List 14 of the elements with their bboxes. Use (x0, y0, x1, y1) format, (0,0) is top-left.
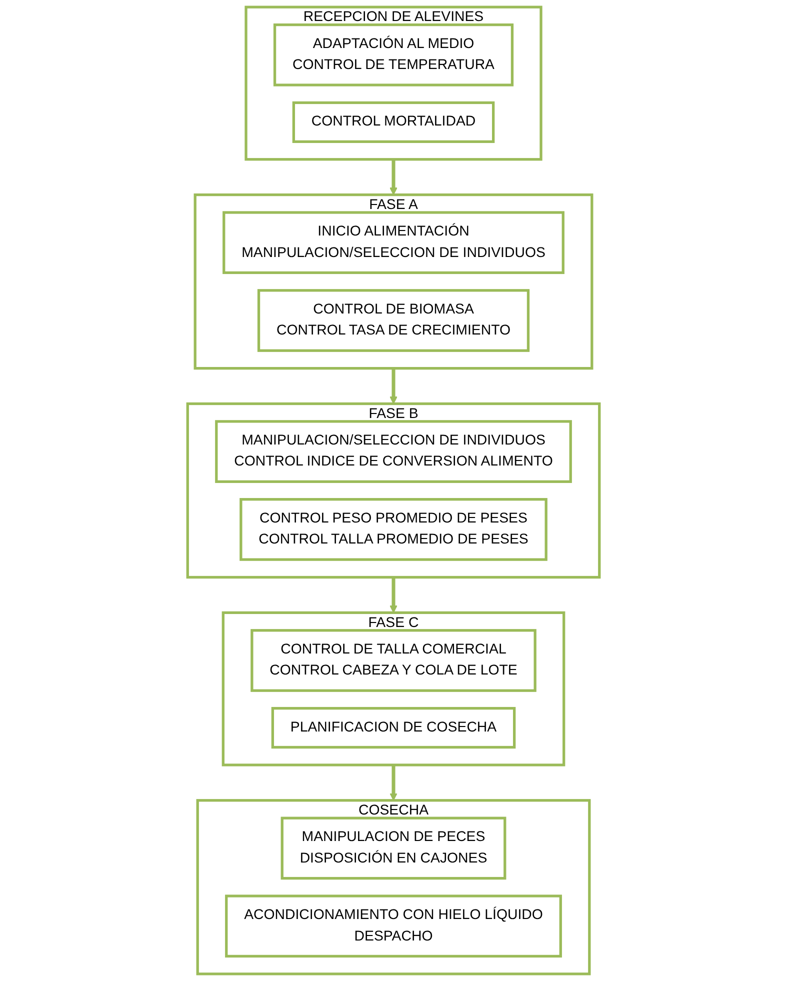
arrow (390, 577, 398, 614)
node-box: MANIPULACION DE PECES DISPOSICIÓN EN CAJONES (280, 816, 506, 880)
node-box: ACONDICIONAMIENTO CON HIELO LÍQUIDO DESPACHO (225, 894, 562, 958)
arrow (390, 764, 398, 801)
node-box: CONTROL PESO PROMEDIO DE PESES CONTROL TALLA PROMEDIO DE PESES (240, 498, 548, 561)
arrow (390, 368, 398, 404)
arrow (390, 159, 398, 196)
node-box: INICIO ALIMENTACIÓN MANIPULACION/SELECCION DE INDIVIDUOS (222, 211, 564, 274)
node-box: CONTROL DE TALLA COMERCIAL CONTROL CABEZA Y COLA DE LOTE (250, 629, 536, 692)
node-box: MANIPULACION/SELECCION DE INDIVIDUOS CONTROL INDICE DE CONVERSION ALIMENTO (215, 420, 572, 483)
node-box: CONTROL MORTALIDAD (292, 101, 495, 143)
node-box: PLANIFICACION DE COSECHA (271, 706, 516, 749)
node-box: ADAPTACIÓN AL MEDIO CONTROL DE TEMPERATURA (273, 23, 514, 86)
node-box: CONTROL DE BIOMASA CONTROL TASA DE CRECIMIENTO (257, 289, 530, 352)
